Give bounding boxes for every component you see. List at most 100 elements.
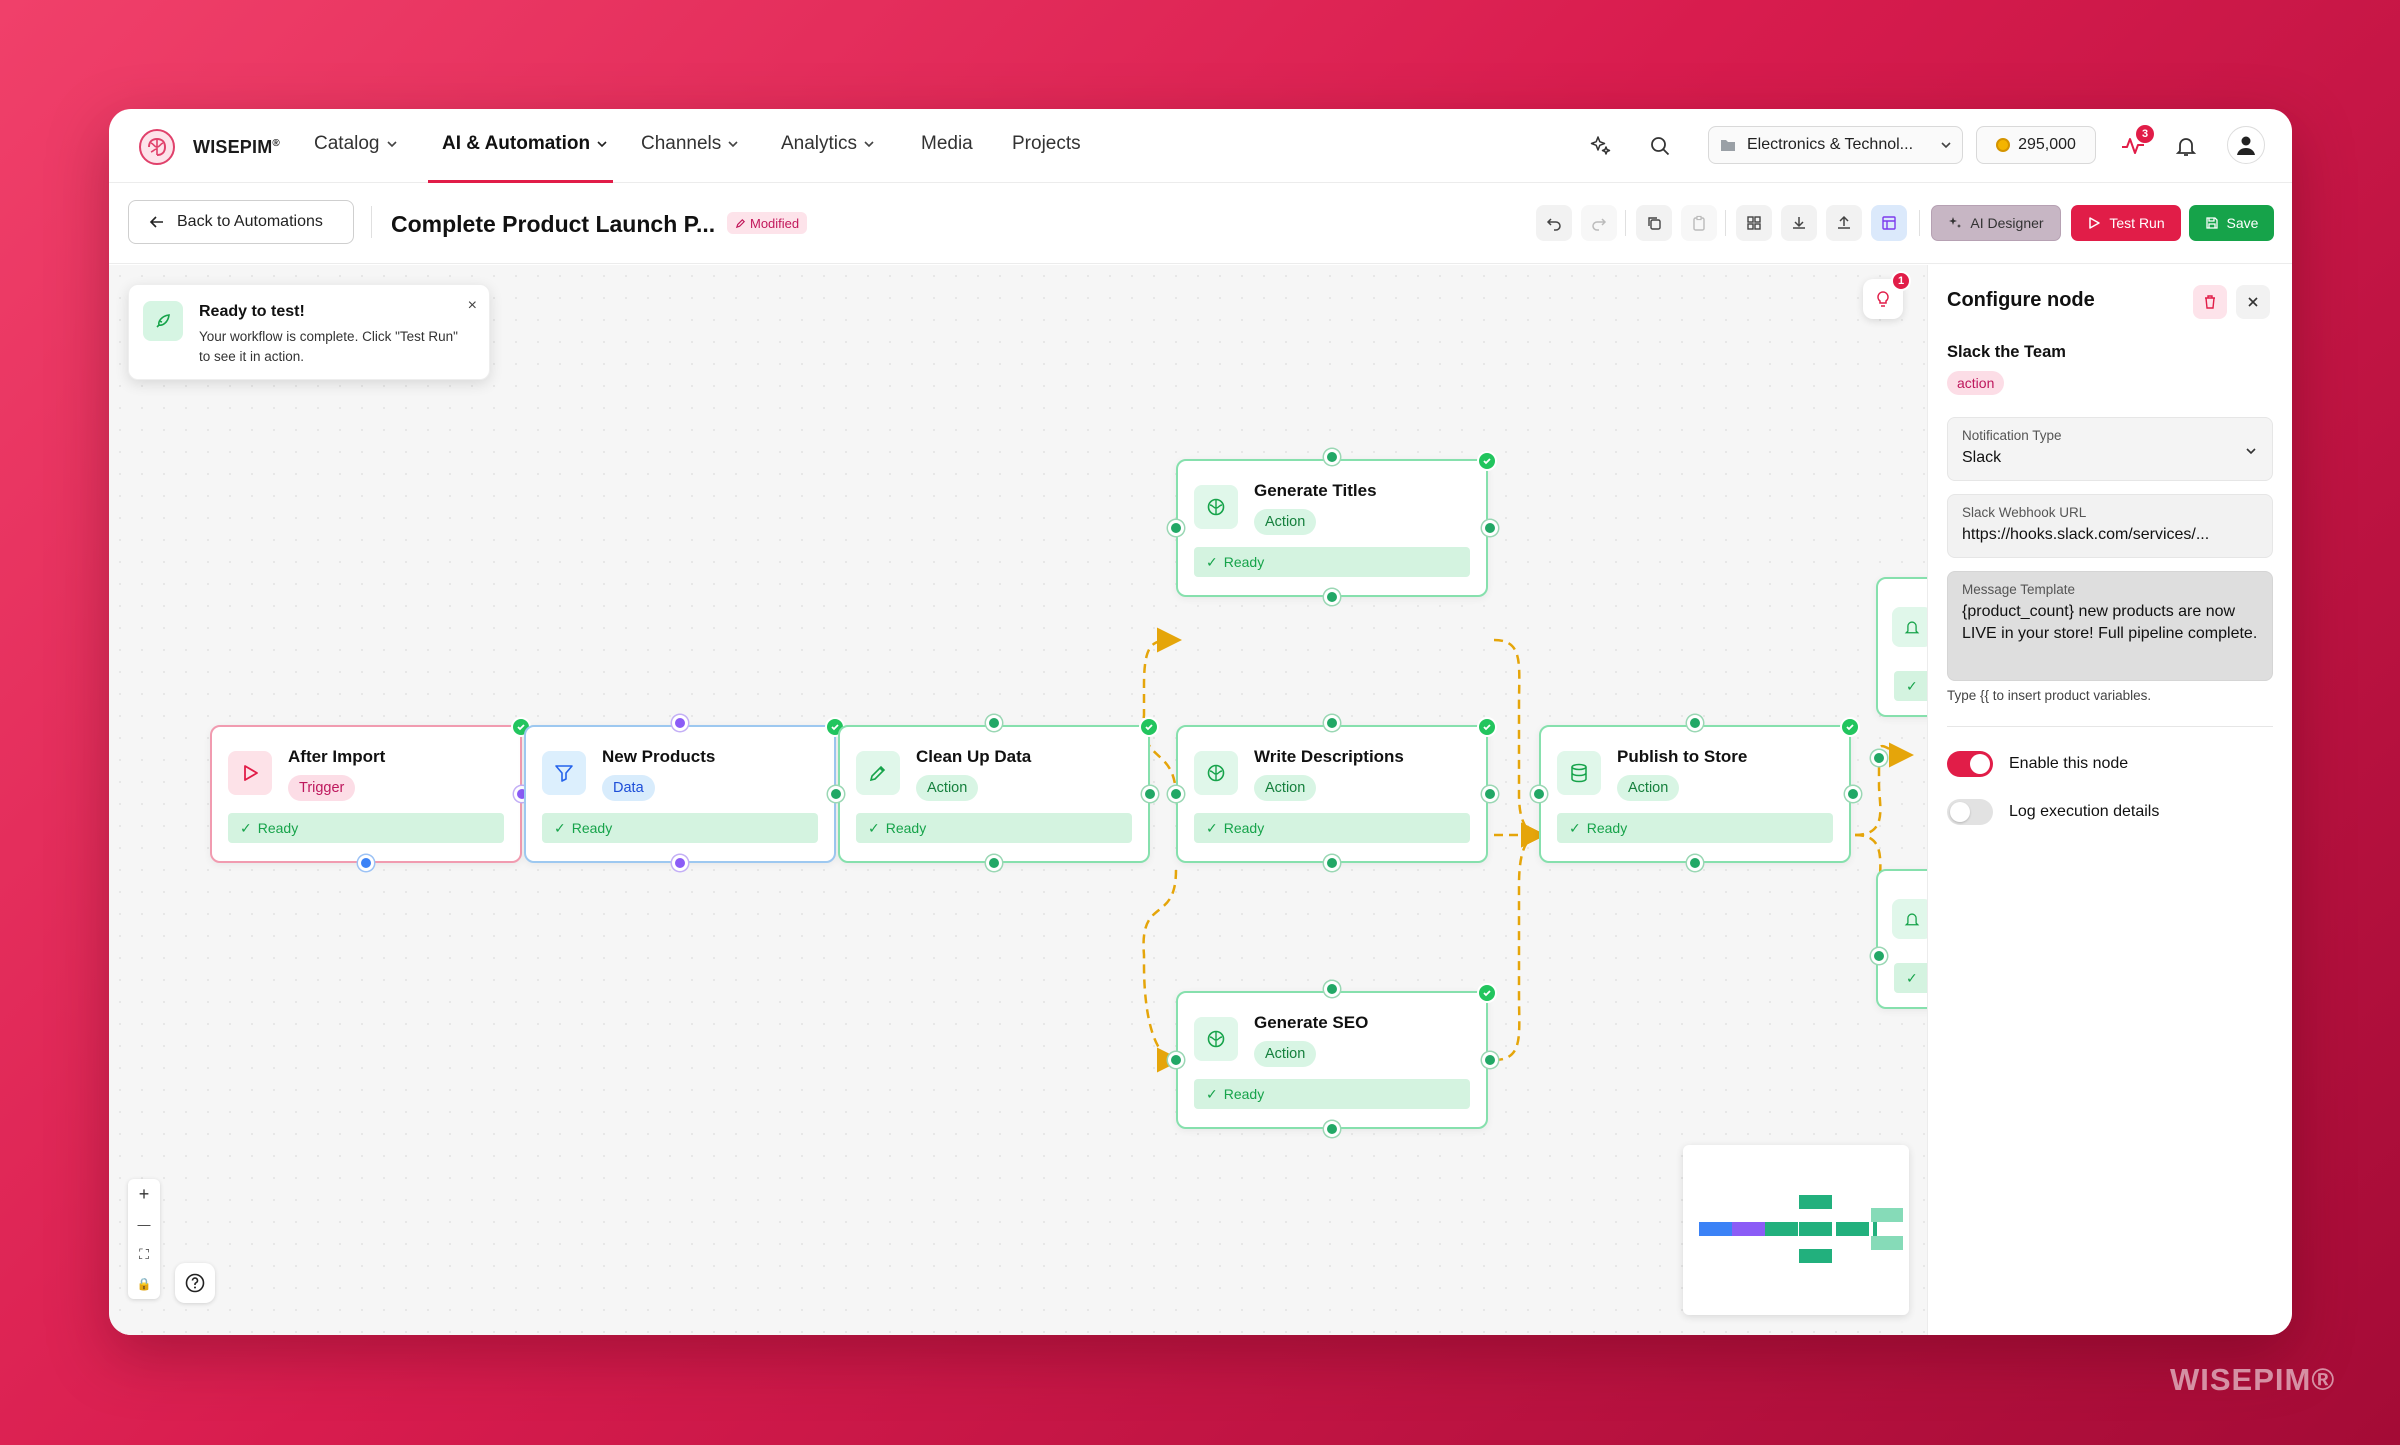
- node-status-label: Ready: [571, 820, 613, 836]
- undo-button[interactable]: [1536, 205, 1572, 241]
- webhook-url-input[interactable]: Slack Webhook URL https://hooks.slack.co…: [1947, 494, 2273, 558]
- output-handle[interactable]: [1482, 786, 1498, 802]
- enable-node-toggle-row: Enable this node: [1947, 751, 2128, 777]
- input-handle[interactable]: [986, 715, 1002, 731]
- delete-node-button[interactable]: [2193, 285, 2227, 319]
- node-notify-partial[interactable]: ✓: [1876, 869, 1927, 1009]
- log-execution-toggle[interactable]: [1947, 799, 1993, 825]
- node-status-label: Ready: [257, 820, 299, 836]
- hint-button[interactable]: 1: [1863, 271, 1911, 319]
- upload-icon: [1838, 215, 1850, 229]
- node-status-label: Ready: [1223, 820, 1265, 836]
- nav-ai-automation-label: AI & Automation: [442, 133, 591, 154]
- filter-icon: [542, 751, 586, 795]
- message-template-textarea[interactable]: Message Template {product_count} new pro…: [1947, 571, 2273, 681]
- nav-catalog-label: Catalog: [314, 133, 380, 154]
- credits-value: 295,000: [2018, 136, 2076, 153]
- brain-icon: [1194, 485, 1238, 529]
- workflow-toolbar: Back to Automations Complete Product Lau…: [109, 184, 2292, 264]
- node-publish-to-store[interactable]: Publish to Store Action ✓Ready: [1539, 725, 1851, 863]
- node-title: New Products: [602, 747, 716, 766]
- bell-icon: [1892, 607, 1927, 647]
- arrow-left-icon: [149, 216, 163, 228]
- enable-node-toggle[interactable]: [1947, 751, 1993, 777]
- output-handle[interactable]: [1845, 786, 1861, 802]
- test-run-button[interactable]: Test Run: [2071, 205, 2181, 241]
- input-handle[interactable]: [1687, 715, 1703, 731]
- auto-layout-button[interactable]: [1736, 205, 1772, 241]
- node-after-import[interactable]: After Import Trigger ✓Ready: [210, 725, 522, 863]
- nav-media[interactable]: Media: [921, 133, 973, 155]
- user-avatar[interactable]: [2227, 126, 2265, 164]
- download-button[interactable]: [1781, 205, 1817, 241]
- close-panel-button[interactable]: [2236, 285, 2270, 319]
- back-to-automations-button[interactable]: Back to Automations: [128, 200, 354, 244]
- nav-analytics[interactable]: Analytics: [781, 133, 875, 155]
- input-handle[interactable]: [1168, 786, 1184, 802]
- node-generate-titles[interactable]: Generate Titles Action ✓Ready: [1176, 459, 1488, 597]
- brain-icon: [1194, 751, 1238, 795]
- node-new-products[interactable]: New Products Data ✓Ready: [524, 725, 836, 863]
- upload-button[interactable]: [1826, 205, 1862, 241]
- credits-balance[interactable]: 295,000: [1976, 126, 2096, 164]
- input-handle[interactable]: [1531, 786, 1547, 802]
- output-handle[interactable]: [1324, 855, 1340, 871]
- node-title: After Import: [288, 747, 386, 766]
- workflow-title[interactable]: Complete Product Launch P...: [391, 211, 716, 237]
- node-generate-seo[interactable]: Generate SEO Action ✓Ready: [1176, 991, 1488, 1129]
- templates-button[interactable]: [1871, 205, 1907, 241]
- ai-designer-button[interactable]: AI Designer: [1931, 205, 2061, 241]
- bell-icon[interactable]: [2171, 131, 2201, 161]
- input-handle[interactable]: [1324, 449, 1340, 465]
- output-handle[interactable]: [1482, 520, 1498, 536]
- nav-ai-automation[interactable]: AI & Automation: [442, 133, 608, 155]
- workspace-selector[interactable]: Electronics & Technol...: [1708, 126, 1963, 164]
- node-notify-partial[interactable]: ✓: [1876, 577, 1927, 717]
- copy-button[interactable]: [1636, 205, 1672, 241]
- input-handle[interactable]: [672, 715, 688, 731]
- output-handle[interactable]: [672, 855, 688, 871]
- input-handle[interactable]: [1871, 750, 1887, 766]
- chevron-down-icon: [597, 141, 607, 148]
- activity-icon[interactable]: 3: [2118, 125, 2154, 161]
- output-handle[interactable]: [1142, 786, 1158, 802]
- brand-logo[interactable]: WISEPIM®: [137, 127, 280, 167]
- input-handle[interactable]: [1168, 1052, 1184, 1068]
- zoom-in-button[interactable]: +: [138, 1183, 150, 1204]
- output-handle[interactable]: [358, 855, 374, 871]
- output-handle[interactable]: [986, 855, 1002, 871]
- paste-button[interactable]: [1681, 205, 1717, 241]
- workflow-canvas[interactable]: Ready to test! Your workflow is complete…: [109, 265, 1927, 1335]
- input-handle[interactable]: [1168, 520, 1184, 536]
- activity-badge: 3: [2136, 125, 2154, 143]
- lock-button[interactable]: 🔒: [136, 1277, 152, 1291]
- nav-channels[interactable]: Channels: [641, 133, 739, 155]
- output-handle[interactable]: [1324, 589, 1340, 605]
- save-button[interactable]: Save: [2189, 205, 2274, 241]
- input-handle[interactable]: [1871, 948, 1887, 964]
- node-write-descriptions[interactable]: Write Descriptions Action ✓Ready: [1176, 725, 1488, 863]
- node-title: Publish to Store: [1617, 747, 1748, 766]
- nav-catalog[interactable]: Catalog: [314, 133, 398, 155]
- zoom-out-button[interactable]: —: [137, 1216, 151, 1232]
- output-handle[interactable]: [1482, 1052, 1498, 1068]
- input-handle[interactable]: [1324, 981, 1340, 997]
- close-icon[interactable]: ×: [467, 297, 477, 314]
- minimap[interactable]: [1683, 1145, 1909, 1315]
- nav-projects[interactable]: Projects: [1012, 133, 1081, 155]
- node-clean-up-data[interactable]: Clean Up Data Action ✓Ready: [838, 725, 1150, 863]
- input-handle[interactable]: [828, 786, 844, 802]
- output-handle[interactable]: [1324, 1121, 1340, 1137]
- input-handle[interactable]: [1324, 715, 1340, 731]
- sparkles-icon[interactable]: [1586, 131, 1616, 161]
- clipboard-icon: [1693, 215, 1705, 231]
- chevron-down-icon: [386, 141, 397, 148]
- notification-type-select[interactable]: Notification Type Slack: [1947, 417, 2273, 481]
- search-icon[interactable]: [1645, 131, 1675, 161]
- fit-view-button[interactable]: ⛶: [139, 1245, 149, 1262]
- node-type-tag: Action: [1254, 509, 1317, 535]
- help-button[interactable]: [175, 1263, 215, 1303]
- redo-button[interactable]: [1581, 205, 1617, 241]
- output-handle[interactable]: [1687, 855, 1703, 871]
- watermark: WISEPIM®: [2170, 1362, 2336, 1397]
